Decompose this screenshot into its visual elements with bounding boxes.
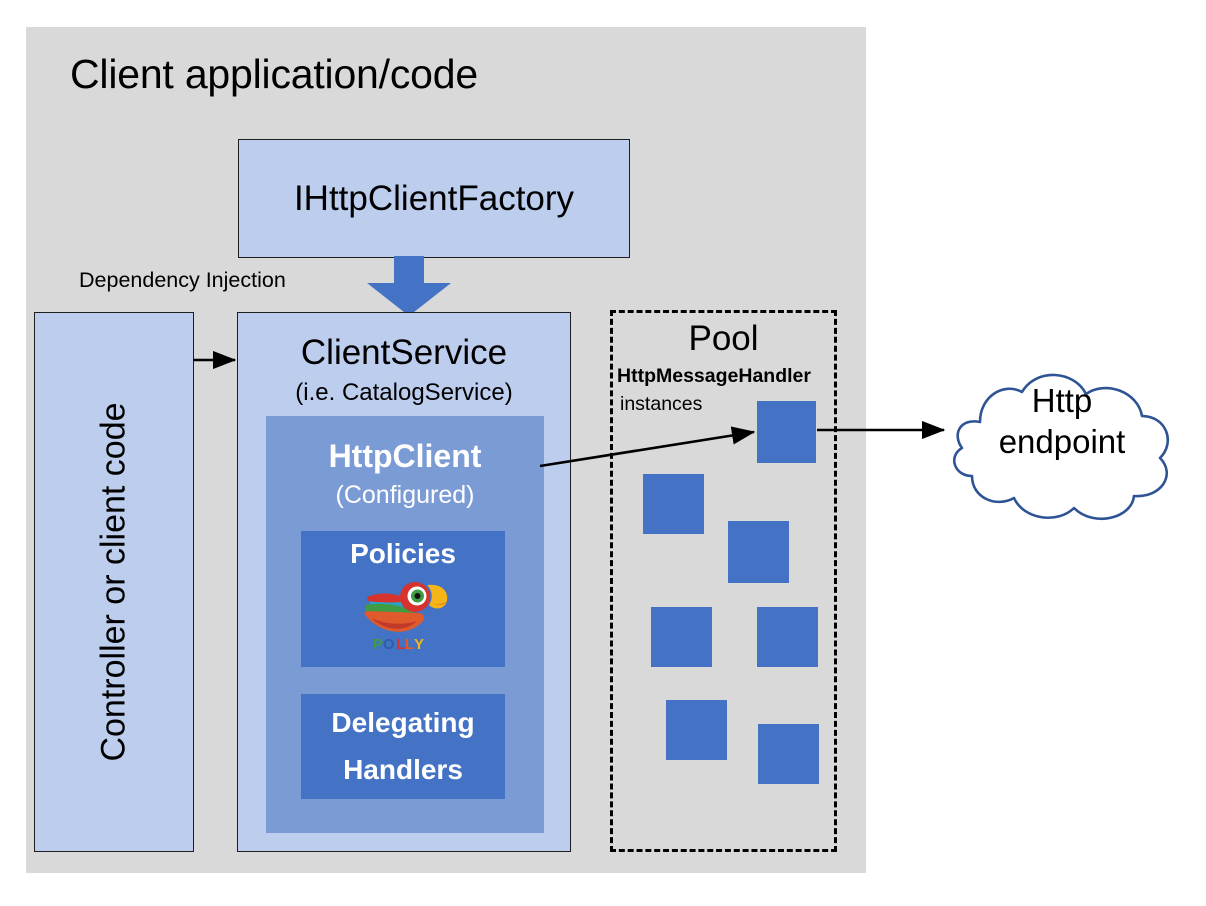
svg-text:L: L: [396, 636, 405, 653]
httpmessagehandler-instance: [728, 521, 789, 583]
httpmessagehandler-instance: [757, 607, 818, 667]
http-endpoint-line1: Http: [1031, 382, 1093, 419]
httpclient-title: HttpClient: [328, 438, 482, 474]
arrow-httpclient-to-pool: [539, 426, 756, 468]
httpmessagehandler-instance: [651, 607, 712, 667]
controller-or-client-code-box[interactable]: Controller or client code: [34, 312, 194, 852]
svg-text:P: P: [373, 636, 383, 653]
policies-box[interactable]: Policies P O L L Y: [301, 531, 505, 667]
ihttpclientfactory-label: IHttpClientFactory: [293, 178, 575, 218]
delegating-handlers-box[interactable]: Delegating Handlers: [301, 694, 505, 799]
policies-title: Policies: [350, 538, 456, 569]
cloud-shape: [952, 373, 1170, 521]
down-block-arrow-icon: [367, 256, 451, 316]
httpclient-subtitle: (Configured): [335, 481, 475, 509]
http-endpoint-cloud[interactable]: Http endpoint: [936, 352, 1188, 538]
httpmessagehandler-instance: [758, 724, 819, 784]
polly-parrot-logo: P O L L Y: [364, 582, 448, 653]
httpmessagehandler-instance: [757, 401, 816, 463]
dependency-injection-label: Dependency Injection: [79, 268, 286, 292]
client-application-title: Client application/code: [70, 51, 478, 97]
http-endpoint-line2: endpoint: [998, 423, 1126, 461]
clientservice-title: ClientService: [300, 333, 508, 372]
svg-text:O: O: [383, 636, 395, 653]
svg-text:Y: Y: [414, 636, 424, 653]
pool-subtitle-bold: HttpMessageHandler: [617, 365, 811, 387]
http-endpoint-label: Http endpoint: [936, 380, 1188, 463]
delegating-handlers-line2: Handlers: [343, 753, 463, 785]
httpmessagehandler-instance: [666, 700, 727, 760]
httpmessagehandler-instance: [643, 474, 704, 534]
ihttpclientfactory-box[interactable]: IHttpClientFactory: [238, 139, 630, 258]
delegating-handlers-line1: Delegating: [331, 707, 475, 739]
svg-text:L: L: [405, 636, 414, 653]
pool-box: Pool: [610, 310, 837, 852]
clientservice-subtitle: (i.e. CatalogService): [295, 379, 513, 406]
pool-title: Pool: [688, 319, 759, 358]
pool-subtitle-plain: instances: [620, 393, 703, 415]
